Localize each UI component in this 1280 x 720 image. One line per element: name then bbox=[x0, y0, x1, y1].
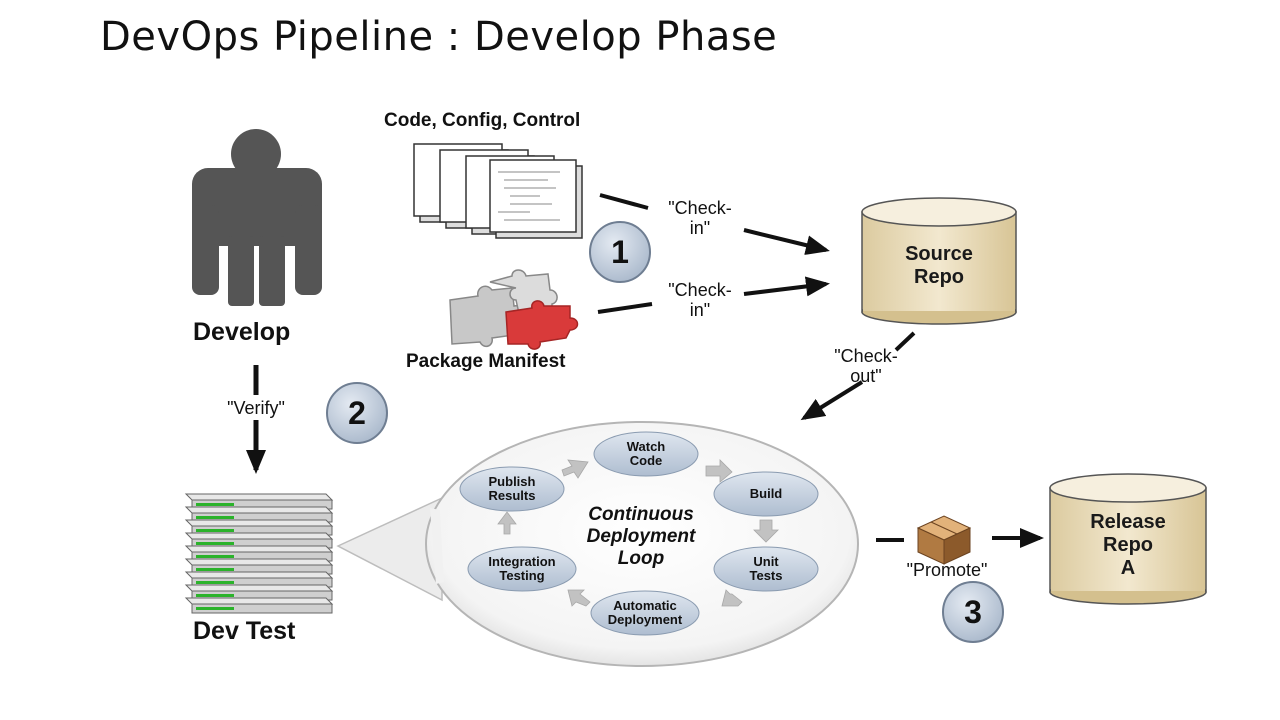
puzzle-manifest-icon bbox=[449, 269, 579, 350]
step-3-number: 3 bbox=[964, 594, 982, 630]
checkout-label: "Check-out" bbox=[834, 346, 898, 386]
loop-node-watch-code bbox=[593, 431, 699, 477]
developer-person-icon bbox=[192, 129, 322, 306]
step-1-number: 1 bbox=[611, 234, 629, 270]
loop-node-automatic-deployment bbox=[590, 590, 700, 636]
step-1-badge bbox=[589, 221, 651, 283]
loop-node-unit-tests bbox=[713, 546, 819, 592]
dev-test-label: Dev Test bbox=[193, 617, 296, 645]
loop-node-publish-results bbox=[459, 466, 565, 512]
step-2-badge bbox=[326, 382, 388, 444]
loop-arrows bbox=[497, 459, 779, 607]
release-repo-cylinder bbox=[1049, 473, 1207, 605]
loop-node-integration-testing bbox=[467, 546, 577, 592]
loop-node-build-label: Build bbox=[749, 486, 783, 501]
slide-title: DevOps Pipeline : Develop Phase bbox=[100, 14, 778, 60]
package-box-icon bbox=[916, 515, 972, 565]
step-3-badge bbox=[942, 581, 1004, 643]
checkin-label-1: "Check-in" bbox=[668, 198, 732, 238]
source-repo-cylinder bbox=[861, 197, 1017, 325]
code-config-control-label: Code, Config, Control bbox=[384, 110, 581, 131]
step-2-number: 2 bbox=[348, 395, 366, 431]
server-rack-icon bbox=[184, 493, 334, 614]
verify-label: "Verify" bbox=[227, 398, 285, 418]
promote-label: "Promote" bbox=[906, 560, 988, 580]
package-manifest-label: Package Manifest bbox=[406, 351, 566, 372]
loop-node-build bbox=[713, 471, 819, 517]
code-documents-icon bbox=[413, 143, 583, 239]
develop-label: Develop bbox=[193, 318, 291, 346]
checkin-label-2: "Check-in" bbox=[668, 280, 732, 320]
